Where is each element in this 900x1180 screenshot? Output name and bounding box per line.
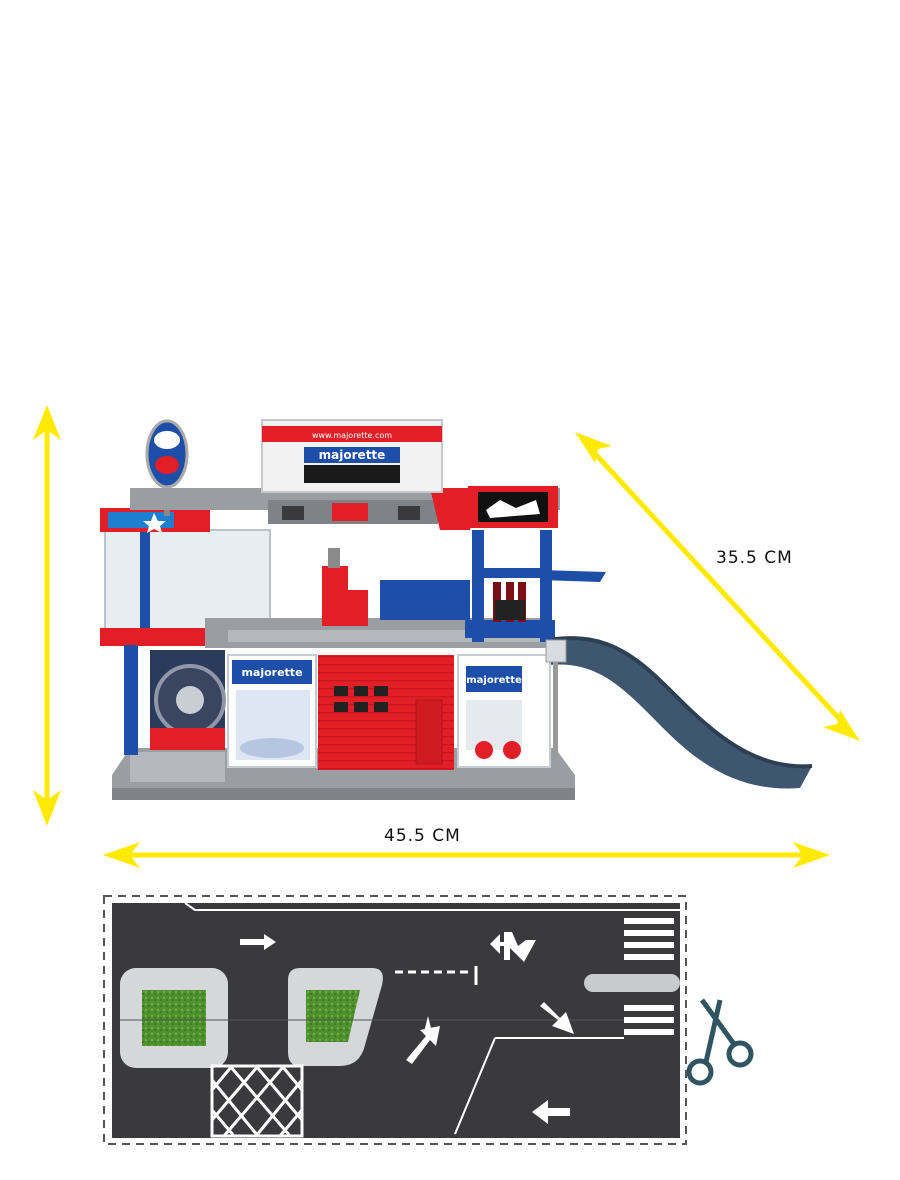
billboard-brand: majorette	[319, 448, 386, 462]
cut-line	[103, 895, 687, 1145]
play-mat	[103, 895, 754, 1145]
billboard-url: www.majorette.com	[312, 431, 392, 440]
depth-dimension-label: 35.5 CM	[716, 548, 793, 568]
shop-sign-brand: majorette	[241, 666, 302, 679]
right-shop-brand: majorette	[466, 675, 522, 686]
height-arrow	[33, 405, 61, 826]
depth-arrow	[575, 432, 860, 741]
road-arrows	[240, 932, 574, 1124]
width-arrow	[103, 842, 830, 868]
garage-playset: www.majorette.com majorette major	[100, 419, 813, 800]
width-dimension-label: 45.5 CM	[384, 826, 461, 846]
scissors-icon	[686, 998, 754, 1086]
